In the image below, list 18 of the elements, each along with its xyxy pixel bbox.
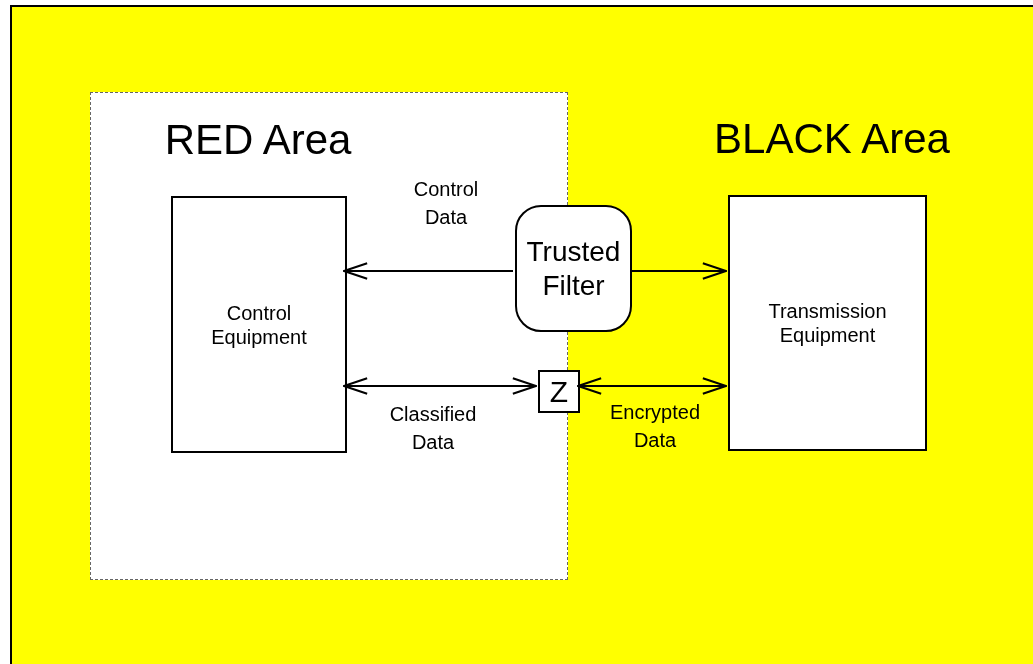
arrow xyxy=(576,377,728,395)
box-label: Trusted Filter xyxy=(525,234,622,303)
box-label: Transmission Equipment xyxy=(767,299,888,347)
edge-label: Encrypted Data xyxy=(608,400,702,453)
box-label: Control Equipment xyxy=(210,300,308,349)
arrow xyxy=(342,262,514,280)
area-heading: RED Area xyxy=(163,115,353,165)
equipment-box xyxy=(728,195,927,451)
equipment-box xyxy=(171,196,347,453)
area-heading: BLACK Area xyxy=(713,114,951,164)
box-label: Z xyxy=(549,373,569,410)
arrow xyxy=(342,377,538,395)
filter-box xyxy=(515,205,632,332)
arrow xyxy=(629,262,728,280)
z-box xyxy=(538,370,580,413)
area-background xyxy=(10,5,1033,664)
edge-label: Control Data xyxy=(412,177,480,230)
edge-label: Classified Data xyxy=(388,402,478,455)
